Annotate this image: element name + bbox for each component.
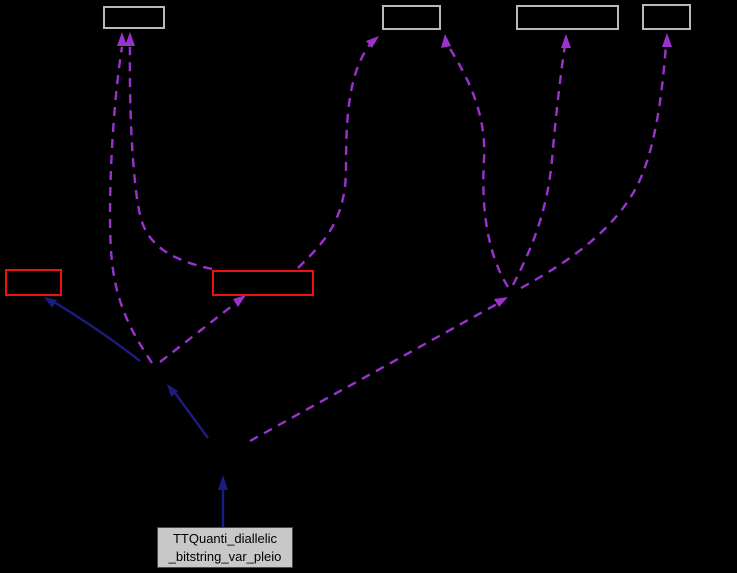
usage-edge-junctionC-to-node3 (511, 44, 567, 286)
related-node-4[interactable] (642, 4, 691, 30)
truncated-node-center[interactable] (212, 270, 314, 296)
usage-arrowhead-node3 (561, 34, 571, 48)
inherit-arrowhead-junctionB (218, 475, 228, 490)
usage-edge-junctionB-to-junctionC (249, 302, 498, 443)
usage-edge-rednode-to-node2 (297, 41, 373, 269)
related-node-1[interactable] (103, 6, 165, 29)
usage-edge-junctionC-to-node4 (520, 43, 668, 290)
main-class-node: TTQuanti_diallelic _bitstring_var_pleio (157, 527, 293, 568)
usage-edge-junctionA-to-rednode (159, 301, 238, 363)
usage-arrowhead-junctionC (494, 297, 508, 307)
usage-arrowhead-node1-right (125, 32, 135, 46)
usage-edge-junctionA-to-node1 (108, 46, 153, 364)
main-node-label-line1: TTQuanti_diallelic (172, 530, 278, 546)
usage-arrowhead-node4 (662, 33, 672, 47)
usage-edge-junctionC-to-node2 (445, 43, 510, 288)
usage-arrowhead-node1-left (117, 32, 127, 46)
usage-arrowhead-rednode (233, 295, 246, 307)
inherit-arrowhead-leftred (44, 297, 57, 308)
usage-arrowhead-node2-right (441, 34, 451, 48)
usage-arrowhead-node2-left (366, 36, 379, 48)
truncated-node-left[interactable] (5, 269, 62, 296)
inherit-edge-junctionB-to-junctionA (174, 392, 209, 439)
inherit-arrowhead-junctionA (167, 384, 178, 397)
related-node-3[interactable] (516, 5, 619, 30)
main-node-label-line2: _bitstring_var_pleio (168, 548, 282, 564)
usage-edge-rednode-to-node1 (128, 46, 213, 271)
related-node-2[interactable] (382, 5, 441, 30)
inherit-edge-junctionA-to-leftred (53, 300, 141, 362)
